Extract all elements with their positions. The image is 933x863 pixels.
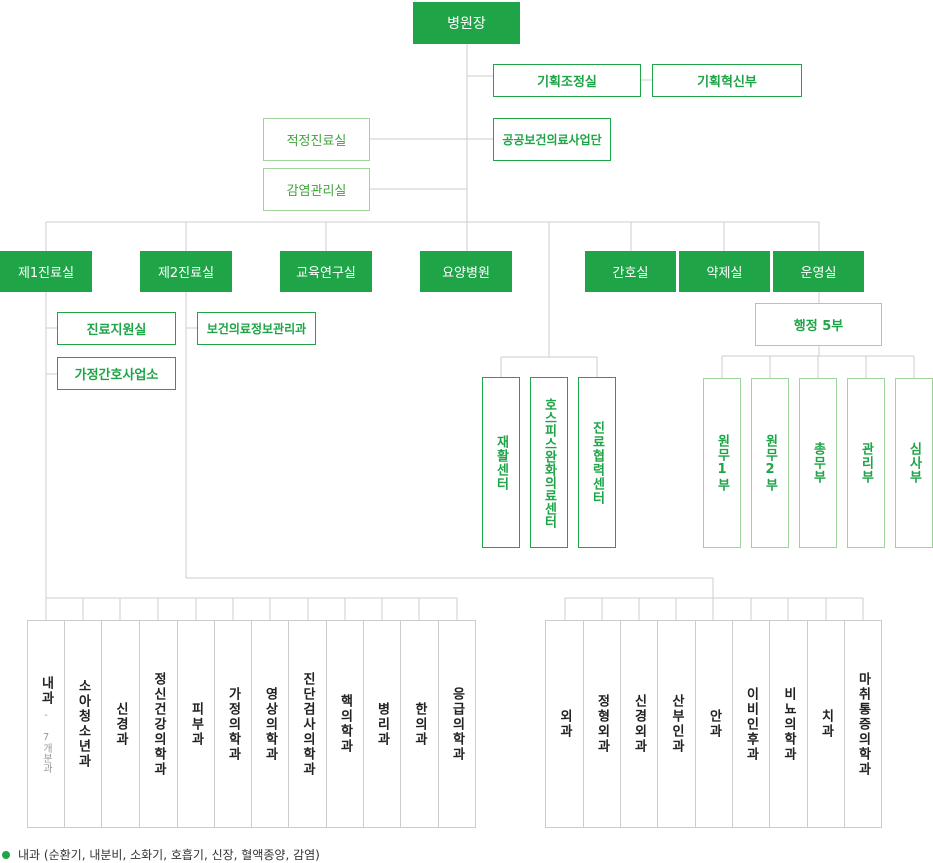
dept-sublabel: - 7개분과 (40, 709, 52, 773)
innovation-dept-box[interactable]: 기획혁신부 (652, 64, 802, 97)
dept-nuclear-medicine[interactable]: 핵의학과 (326, 620, 364, 828)
dept-surgery[interactable]: 외과 (545, 620, 584, 828)
dept-label: 정신건강의학과 (151, 671, 166, 777)
admin-5-box[interactable]: 행정 5부 (755, 303, 882, 346)
dept-label: 내과 (38, 675, 54, 706)
dept-label: 응급의학과 (449, 686, 465, 762)
dept-dentistry[interactable]: 치과 (807, 620, 845, 828)
dept-psychiatry[interactable]: 정신건강의학과 (139, 620, 178, 828)
admin-dept-1[interactable]: 원무1부 (703, 378, 741, 548)
dept-neurology[interactable]: 신경과 (101, 620, 140, 828)
dept-label: 영상의학과 (262, 686, 278, 762)
admin-dept-3[interactable]: 총무부 (799, 378, 837, 548)
center-label: 재활센터 (493, 434, 509, 491)
dept-label: 정형외과 (594, 694, 610, 754)
dept-label: 진단검사의학과 (300, 671, 315, 777)
dept-oriental-medicine[interactable]: 한의과 (400, 620, 439, 828)
dept-ophthalmology[interactable]: 안과 (695, 620, 733, 828)
center-label: 진료협력센터 (589, 420, 605, 505)
bullet-icon (2, 850, 10, 859)
dept-label: 병리과 (374, 701, 390, 747)
admin-dept-4[interactable]: 관리부 (847, 378, 885, 548)
footnote-text: 내과 (순환기, 내분비, 소화기, 호흡기, 신장, 혈액종양, 감염) (18, 848, 320, 862)
dept-radiology[interactable]: 영상의학과 (251, 620, 289, 828)
dept-label: 신경외과 (631, 694, 647, 754)
dept-orthopedics[interactable]: 정형외과 (583, 620, 621, 828)
dept-label: 산부인과 (669, 694, 684, 754)
home-nursing-box[interactable]: 가정간호사업소 (57, 357, 176, 390)
dept-pediatrics[interactable]: 소아청소년과 (64, 620, 102, 828)
center-cooperation[interactable]: 진료협력센터 (578, 377, 616, 548)
clinic2-box[interactable]: 제2진료실 (140, 251, 232, 292)
dept-obgyn[interactable]: 산부인과 (657, 620, 696, 828)
infection-control-box[interactable]: 감염관리실 (263, 168, 370, 211)
dept-family-medicine[interactable]: 가정의학과 (214, 620, 252, 828)
clinic-support-box[interactable]: 진료지원실 (57, 312, 176, 345)
dept-pathology[interactable]: 병리과 (363, 620, 401, 828)
planning-office-box[interactable]: 기획조정실 (493, 64, 641, 97)
clinic1-box[interactable]: 제1진료실 (0, 251, 92, 292)
education-box[interactable]: 교육연구실 (280, 251, 372, 292)
center-rehab[interactable]: 재활센터 (482, 377, 520, 548)
admin-dept-5[interactable]: 심사부 (895, 378, 933, 548)
dept-laboratory-medicine[interactable]: 진단검사의학과 (288, 620, 327, 828)
dept-label: 치과 (818, 709, 834, 739)
dept-label: 핵의학과 (337, 694, 353, 754)
dept-internal-medicine[interactable]: 내과 - 7개분과 (27, 620, 65, 828)
dept-label: 마취통증의학과 (855, 671, 871, 777)
admin-dept-label: 심사부 (906, 442, 922, 484)
dept-label: 신경과 (113, 701, 128, 747)
dept-neurosurgery[interactable]: 신경외과 (620, 620, 658, 828)
director-box[interactable]: 병원장 (413, 2, 520, 44)
admin-dept-label: 총무부 (810, 442, 826, 484)
nursing-box[interactable]: 간호실 (585, 251, 676, 292)
pharmacy-box[interactable]: 약제실 (679, 251, 770, 292)
admin-dept-label: 원무2부 (762, 434, 778, 492)
dept-label: 이비인후과 (743, 686, 759, 762)
public-health-box[interactable]: 공공보건의료사업단 (493, 118, 611, 161)
dept-ent[interactable]: 이비인후과 (732, 620, 770, 828)
admin-dept-2[interactable]: 원무2부 (751, 378, 789, 548)
operations-box[interactable]: 운영실 (773, 251, 864, 292)
dept-emergency-medicine[interactable]: 응급의학과 (438, 620, 476, 828)
dept-urology[interactable]: 비뇨의학과 (769, 620, 808, 828)
dept-dermatology[interactable]: 피부과 (177, 620, 215, 828)
dept-label: 한의과 (412, 701, 427, 747)
nursing-home-box[interactable]: 요양병원 (420, 251, 512, 292)
admin-dept-label: 원무1부 (714, 434, 730, 492)
dept-anesthesiology[interactable]: 마취통증의학과 (844, 620, 882, 828)
dept-label: 안과 (706, 709, 722, 739)
center-hospice[interactable]: 호스피스완화의료센터 (530, 377, 568, 548)
dept-label: 피부과 (188, 701, 204, 747)
dept-label: 비뇨의학과 (781, 686, 796, 762)
dept-label: 가정의학과 (225, 686, 241, 762)
health-info-box[interactable]: 보건의료정보관리과 (197, 312, 316, 345)
dept-label: 소아청소년과 (75, 679, 91, 769)
admin-dept-label: 관리부 (858, 442, 874, 484)
appropriate-care-box[interactable]: 적정진료실 (263, 118, 370, 161)
footnote: 내과 (순환기, 내분비, 소화기, 호흡기, 신장, 혈액종양, 감염) (2, 846, 320, 863)
dept-label: 외과 (557, 709, 572, 739)
center-label: 호스피스완화의료센터 (541, 397, 557, 528)
